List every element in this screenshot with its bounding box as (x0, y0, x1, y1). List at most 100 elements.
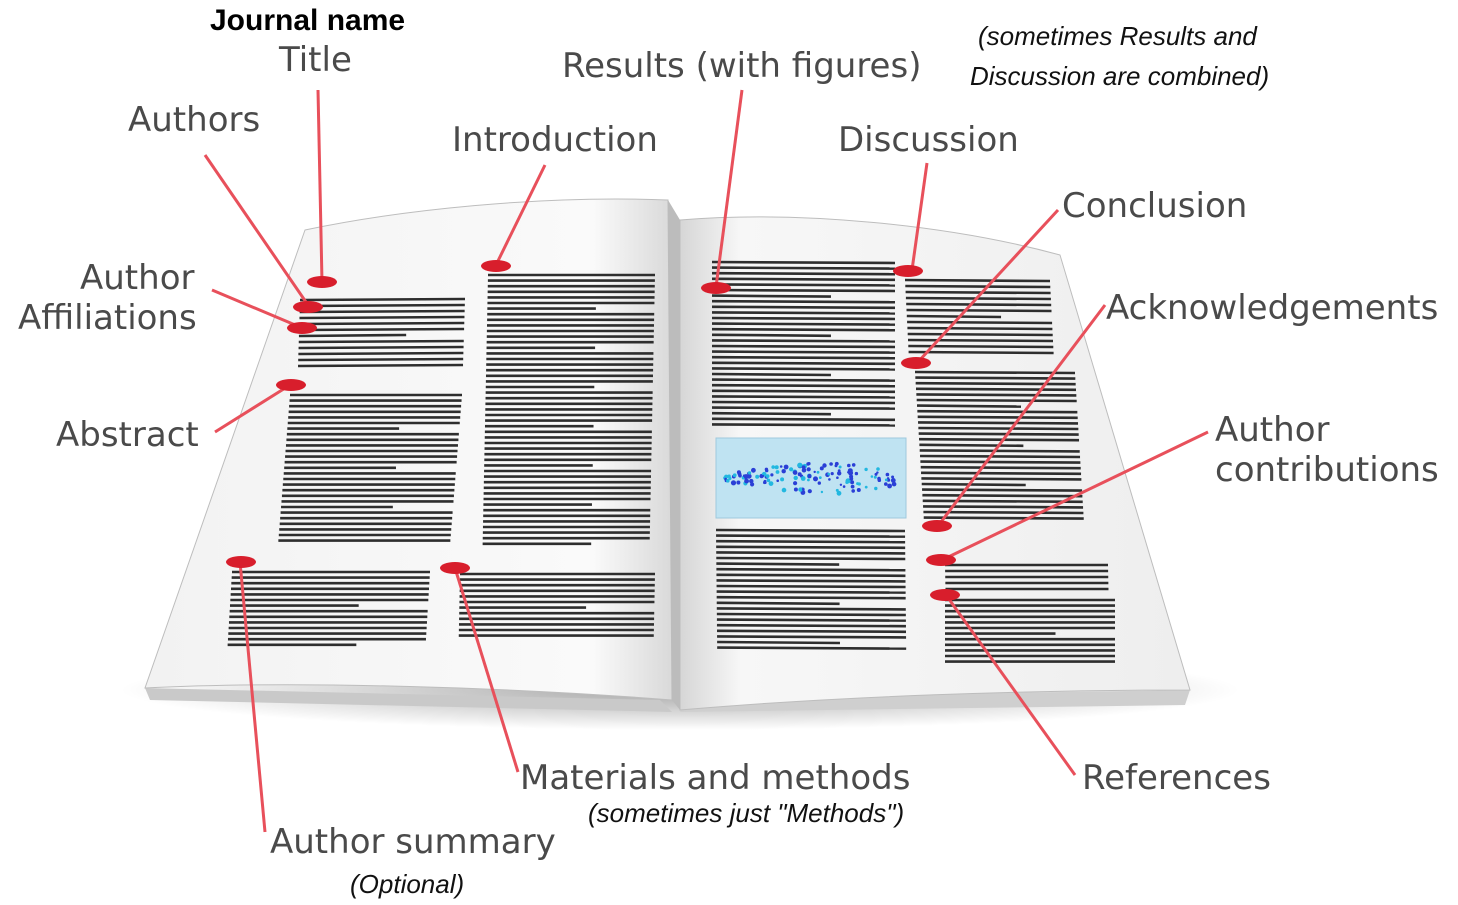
figure-dot (887, 483, 892, 489)
figure-dot (842, 485, 846, 488)
pointer-materials-methods (453, 567, 520, 773)
marker-title (307, 276, 337, 288)
figure-dot (822, 463, 827, 468)
text-line (711, 423, 896, 427)
discussion-label: Discussion (838, 120, 1019, 160)
figure-dot (761, 474, 765, 478)
text-line (923, 516, 1084, 520)
marker-discussion (893, 265, 923, 277)
text-line (716, 534, 906, 538)
acknowledgements-label: Acknowledgements (1106, 288, 1439, 328)
text-line (716, 545, 906, 550)
text-line (298, 339, 464, 344)
text-line (904, 278, 1051, 283)
figure-dot (836, 490, 842, 496)
text-line (918, 432, 1079, 436)
figure-dot (856, 482, 860, 486)
figure-dot (847, 463, 851, 468)
figure-dot (877, 478, 882, 483)
text-line (907, 326, 1053, 331)
figure-dot (724, 477, 727, 481)
optional-note: (Optional) (350, 869, 465, 899)
marker-introduction (481, 260, 511, 272)
figure-dot (776, 479, 779, 483)
text-line (299, 303, 465, 308)
figure-dot (813, 470, 816, 474)
text-line (716, 567, 906, 572)
figure-dot (820, 490, 824, 494)
materials-methods-label: Materials and methods (520, 758, 911, 798)
text-line (716, 595, 906, 600)
text-line (717, 635, 907, 639)
text-line (711, 355, 896, 360)
text-line (711, 350, 896, 354)
results-figure-dots (723, 461, 897, 496)
references-label: References (1082, 758, 1271, 798)
text-line (711, 283, 896, 287)
text-line (918, 426, 1079, 431)
figure-dot (765, 468, 769, 473)
author-affiliations-label-line1: Author (80, 258, 195, 298)
figure-dot (746, 473, 752, 479)
figure-dot (884, 482, 888, 486)
text-line (298, 333, 407, 338)
figure-dot (851, 489, 855, 493)
text-line (918, 421, 1079, 425)
text-line (711, 299, 896, 304)
text-line (298, 363, 464, 368)
text-line (716, 539, 906, 544)
figure-dot (755, 474, 760, 479)
marker-materials-methods (440, 562, 470, 574)
pointer-acknowledgements (936, 304, 1107, 527)
pointer-author-summary (238, 561, 267, 833)
text-line (916, 393, 1077, 397)
text-line (921, 471, 1082, 476)
section-markers (226, 260, 960, 601)
methods-note: (sometimes just "Methods") (588, 798, 905, 828)
text-line (919, 443, 1024, 448)
figure-dot (850, 484, 855, 489)
pointer-authors (203, 154, 310, 306)
figure-dot (742, 474, 746, 478)
figure-dot (874, 472, 878, 476)
figure-dot (781, 487, 787, 493)
figure-dot (797, 462, 803, 468)
figure-dot (728, 476, 732, 480)
figure-dot (816, 470, 820, 474)
text-line (711, 322, 896, 326)
title-label: Title (279, 40, 352, 80)
figure-dot (818, 476, 822, 479)
figure-dot (737, 481, 740, 485)
figure-dot (807, 474, 812, 479)
figure-dot (726, 479, 730, 483)
figure-dot (845, 478, 851, 484)
text-line (716, 551, 906, 555)
text-line (716, 584, 906, 589)
text-line (919, 437, 1080, 442)
journal-name-label: Journal name (210, 4, 406, 37)
figure-dot (817, 481, 821, 485)
text-line (711, 344, 896, 349)
text-line (916, 398, 1077, 403)
figure-dot (800, 476, 806, 481)
conclusion-label: Conclusion (1062, 186, 1248, 226)
text-line (298, 345, 464, 350)
figure-dot (793, 487, 798, 492)
text-line (711, 311, 896, 315)
figure-dot (884, 478, 888, 482)
author-summary-label: Author summary (270, 822, 556, 862)
figure-dot (793, 481, 798, 486)
text-line (716, 590, 906, 594)
text-line (716, 579, 906, 583)
marker-acknowledgements (922, 520, 952, 532)
text-line (716, 573, 906, 578)
text-line (711, 305, 896, 310)
figure-dot (738, 474, 742, 478)
text-line (711, 316, 896, 321)
figure-dot (839, 483, 843, 486)
abstract-label: Abstract (56, 415, 199, 455)
figure-dot (847, 471, 850, 474)
figure-dot (749, 478, 754, 484)
marker-authors (293, 301, 323, 313)
figure-dot (751, 467, 756, 473)
